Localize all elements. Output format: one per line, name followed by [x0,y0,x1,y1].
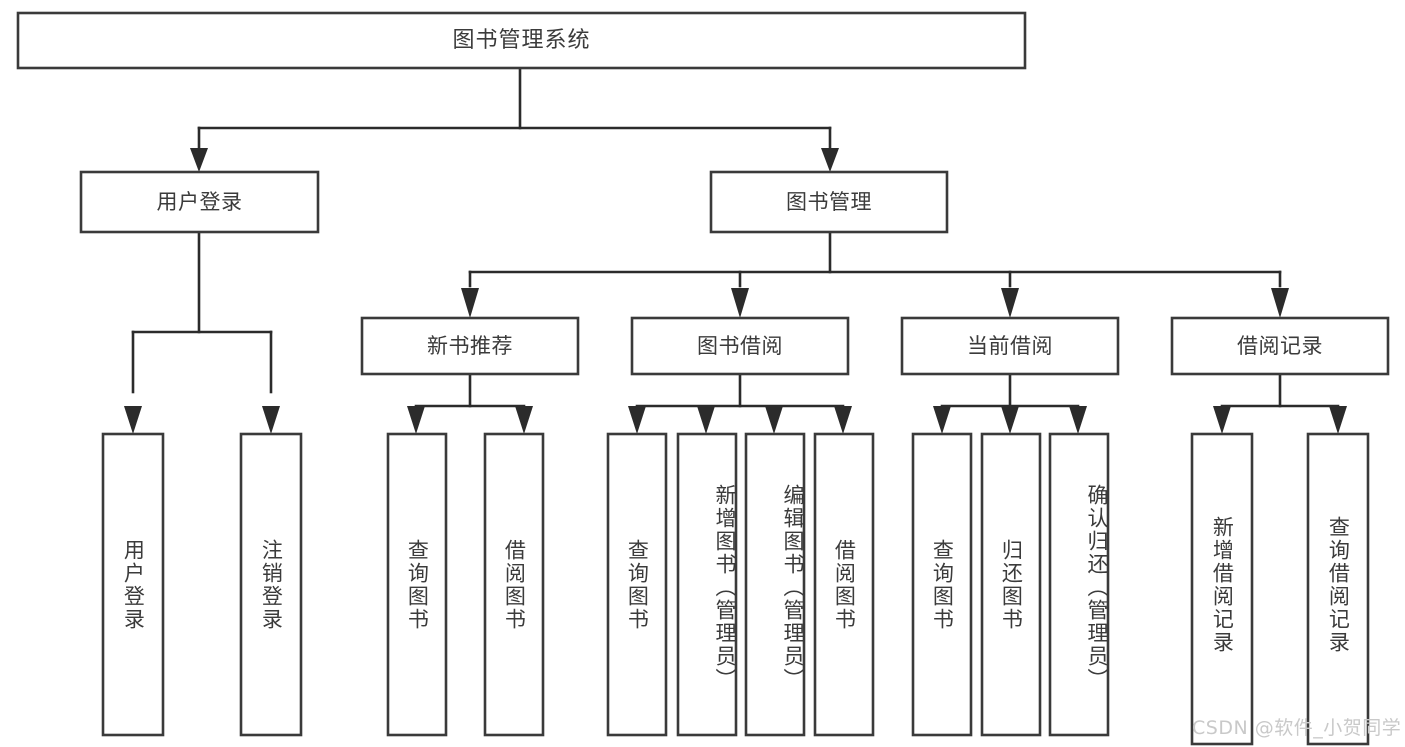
connector-bookborrow-to-leaves [628,372,852,434]
leaf-box-query-record[interactable] [1306,432,1370,746]
leaf-box-query-book-2[interactable] [606,432,668,737]
leaf-box-add-book[interactable] [676,432,738,737]
leaf-box-borrow-book-1[interactable] [483,432,545,737]
leaf-box-borrow-book-2[interactable] [813,432,875,737]
leaf-box-logout-login[interactable] [239,432,303,737]
connector-bookmgmt-to-level3 [461,230,1289,318]
node-book-management-box[interactable] [709,170,949,234]
connector-userlogin-to-leaves [124,230,280,434]
leaf-box-edit-book[interactable] [744,432,806,737]
leaf-box-query-book-3[interactable] [911,432,973,737]
node-new-book-recommend-box[interactable] [360,316,580,376]
node-book-borrow-box[interactable] [630,316,850,376]
node-current-borrow-box[interactable] [900,316,1120,376]
connector-root-to-level2 [190,66,839,172]
leaf-box-add-record[interactable] [1190,432,1254,746]
leaf-box-return-book[interactable] [980,432,1042,737]
csdn-watermark: CSDN @软件_小贺同学 [1192,717,1402,739]
leaf-box-confirm-return[interactable] [1048,432,1110,737]
connector-borrowrecord-to-leaves [1213,372,1347,434]
leaf-box-user-login[interactable] [101,432,165,737]
leaf-box-query-book-1[interactable] [386,432,448,737]
node-borrow-record-box[interactable] [1170,316,1390,376]
node-root-box[interactable] [16,11,1027,70]
node-user-login-box[interactable] [79,170,320,234]
connector-currentborrow-to-leaves [933,372,1087,434]
connector-newbook-to-leaves [407,372,533,434]
